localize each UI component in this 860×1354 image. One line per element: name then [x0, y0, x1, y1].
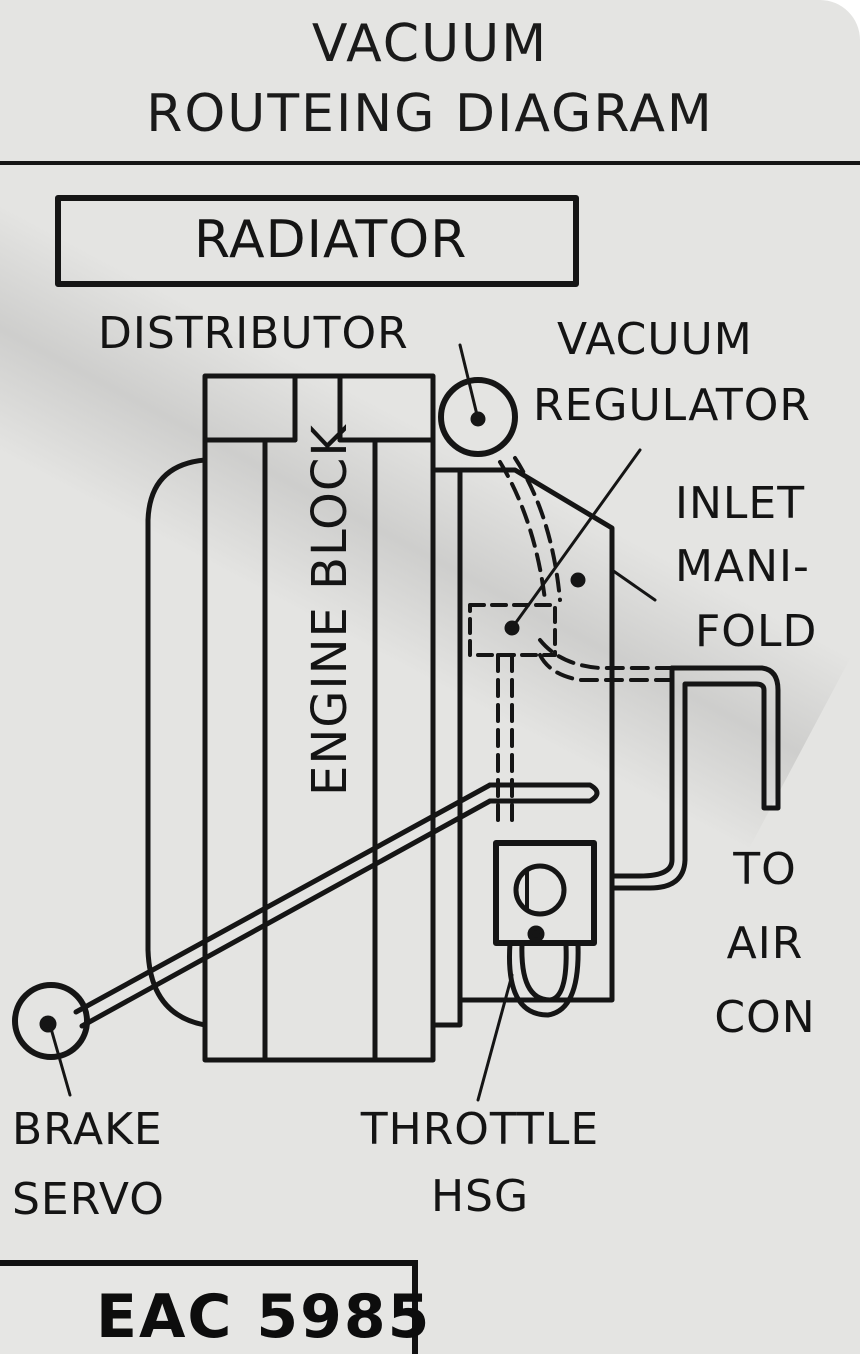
inlet-manifold-label-2: MANI- [675, 541, 810, 592]
air-con-pipe-inner [609, 665, 675, 879]
distributor-circle [438, 377, 518, 457]
engine-block-label: ENGINE BLOCK [302, 424, 358, 796]
manifold-port [570, 572, 586, 588]
aircon-hose-dashed-b [538, 638, 674, 670]
brake-pipe-upper [73, 782, 493, 1015]
distributor-hose-dashed-b [513, 456, 562, 602]
brake-servo-leader [48, 1023, 72, 1097]
throttle-valve [513, 863, 567, 917]
throttle-housing-box [493, 840, 597, 946]
part-number-box [0, 1260, 418, 1354]
throttle-hose-loop-b [519, 940, 569, 1003]
brake-pipe-lower [79, 798, 493, 1029]
to-air-con-label-3: CON [714, 992, 816, 1043]
to-air-con-label-1: TO [733, 844, 797, 895]
aircon-hose-dashed-a [538, 653, 674, 682]
vacuum-regulator-label-2: REGULATOR [533, 380, 811, 431]
radiator-box [55, 195, 579, 287]
radiator-label: RADIATOR [194, 210, 468, 270]
brake-servo-label-2: SERVO [12, 1174, 165, 1225]
inlet-manifold-plenum [457, 467, 615, 1003]
to-air-con-label-2: AIR [726, 918, 804, 969]
vacuum-regulator-label-1: VACUUM [557, 314, 753, 365]
engine-block-outline [202, 373, 436, 1063]
distributor-label: DISTRIBUTOR [98, 308, 409, 359]
distributor-leader [458, 343, 480, 421]
throttle-leader [476, 973, 514, 1102]
throttle-label-1: THROTTLE [360, 1104, 600, 1155]
inlet-manifold-leader [610, 568, 657, 602]
part-number: EAC 5985 [96, 1282, 432, 1352]
inlet-manifold-label-1: INLET [675, 478, 806, 529]
throttle-port [527, 925, 545, 943]
servo-pipe-stub [487, 782, 600, 804]
title-line-1: VACUUM [311, 14, 549, 74]
engine-right-section [430, 467, 463, 1028]
distributor-hose-dashed-a [498, 460, 547, 602]
inlet-manifold-label-3: FOLD [695, 606, 818, 657]
brake-servo-label-1: BRAKE [12, 1104, 163, 1155]
air-con-pipe [609, 665, 781, 891]
vacuum-regulator-leader [510, 448, 642, 630]
throttle-label-2: HSG [430, 1171, 530, 1222]
brake-servo-circle [12, 982, 90, 1060]
engine-left-bulge [145, 457, 208, 1028]
title-line-2: ROUTEING DIAGRAM [146, 84, 714, 144]
